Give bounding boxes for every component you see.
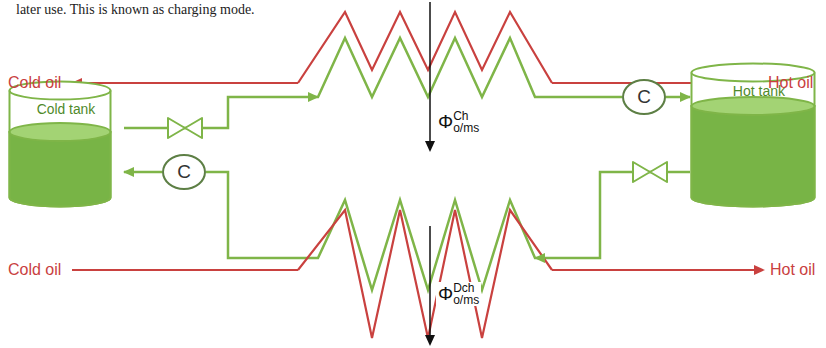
salt-arrowhead [534,253,545,263]
pipe-connector [124,171,162,174]
oil-coil [298,210,552,338]
pump-label: C [624,85,664,109]
oil-label: Cold oil [8,73,61,93]
flux-arrowhead [425,141,435,152]
tank-label: Cold tank [8,100,124,118]
flux-arrowhead [425,335,435,346]
flux-subscript: o/ms [453,294,479,306]
flux-symbol: Φ [438,111,453,132]
oil-label: Hot oil [768,73,813,93]
note-text: later use. This is known as charging mod… [16,0,255,20]
oil-arrowhead [754,265,765,275]
flux-superscript: Dch [453,282,479,294]
pump-label: C [164,160,204,184]
pipe-connector [206,172,690,290]
flux-arrow [429,226,431,336]
oil-line [80,82,298,84]
flux-label: ΦCho/ms [436,110,481,134]
flux-subscript: o/ms [453,122,479,134]
oil-coil [298,12,552,83]
oil-label: Hot oil [770,260,815,280]
cold-tank: Cold tank [8,80,124,208]
flux-label: ΦDcho/ms [436,282,481,306]
pump-circle: C [162,154,206,190]
valve-symbol [168,118,202,138]
oil-line [552,269,756,271]
tank-outline [8,80,112,208]
flux-arrow [429,2,431,144]
flux-symbol: Φ [438,283,453,304]
liquid-surface [692,97,815,115]
oil-label: Cold oil [8,260,61,280]
oil-line [72,269,298,271]
valve-symbol [633,162,667,182]
pipe-connector [666,96,690,99]
tank-liquid [10,132,111,206]
index-stack: Cho/ms [453,110,479,134]
flux-superscript: Ch [453,110,479,122]
tank-liquid [692,106,815,207]
index-stack: Dcho/ms [453,282,479,306]
liquid-surface [10,123,111,141]
pump-circle: C [622,79,666,115]
salt-arrowhead [308,92,319,102]
